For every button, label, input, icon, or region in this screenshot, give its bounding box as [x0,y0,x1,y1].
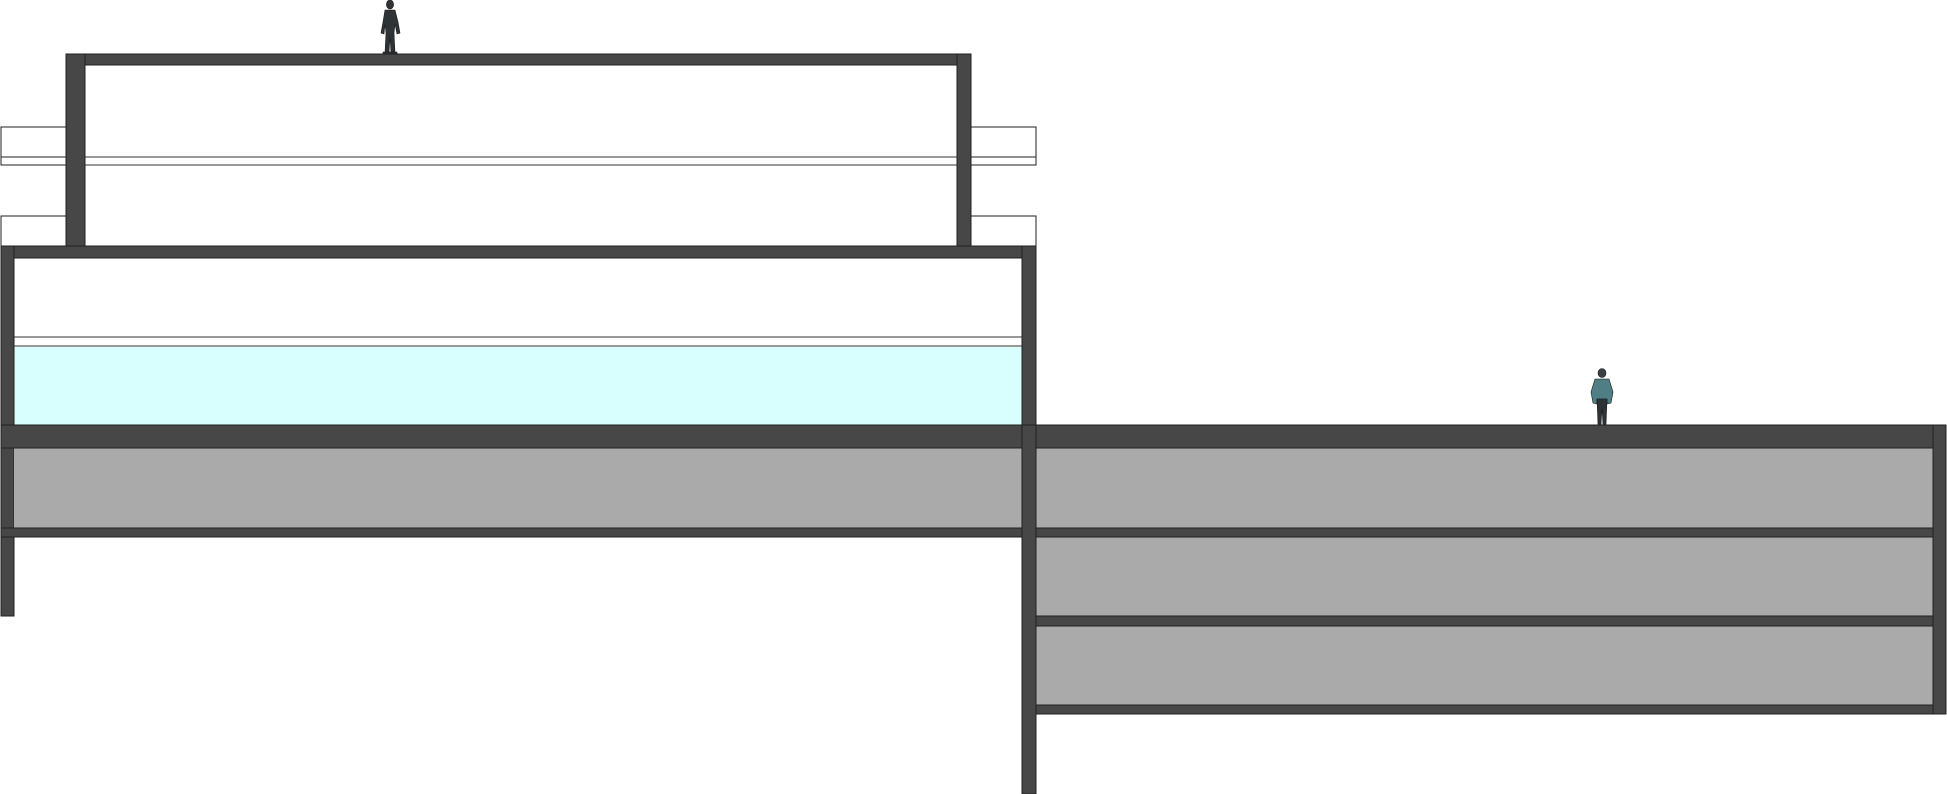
pool-roof-slab [0,245,1037,259]
right-outer-wall [1932,424,1947,715]
person-body [380,9,401,54]
right-basement-slab-2 [1021,615,1947,627]
right-basement-level-3 [1036,626,1933,705]
left-lower-canopy [0,215,68,247]
right-upper-canopy [969,126,1037,166]
right-basement-level-2 [1036,537,1933,616]
center-retaining-wall [1021,424,1037,794]
person-head [1597,368,1607,378]
right-basement-slab-3 [1021,704,1947,715]
pool-right-wall [1021,245,1037,427]
person-head [386,0,394,10]
person-feet [382,51,398,55]
pool-water [14,347,1022,425]
pavilion-interior-lines [85,156,957,166]
upper-pavilion [65,53,972,247]
main-floor-slab [0,424,1947,449]
person-figure-roof [380,0,401,55]
right-basement-slab-1 [1021,527,1947,538]
left-basement-floor-slab [0,527,1037,538]
pavilion-right-column [956,53,972,247]
main-structure [0,424,1947,794]
side-canopies [0,126,1037,247]
pavilion-roof-slab [65,53,972,66]
left-basement-level [14,448,1022,528]
basement-levels [14,448,1933,705]
person-figure-terrace [1590,368,1614,426]
left-upper-canopy [0,126,68,166]
right-lower-canopy [969,215,1037,247]
person-legs [1596,398,1608,426]
pool-edge-lines [14,336,1022,347]
right-basement-level-1 [1036,448,1933,528]
pavilion-left-column [65,53,86,247]
